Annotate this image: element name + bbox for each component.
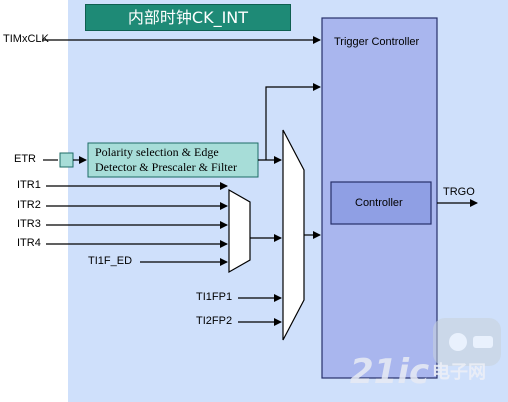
polarity-line-2: Detector & Prescaler & Filter [95, 160, 237, 174]
ti2fp2-label: TI2FP2 [196, 315, 233, 327]
itr2-label: ITR2 [17, 199, 41, 211]
etr-label: ETR [14, 153, 36, 165]
ti1f-ed-label: TI1F_ED [88, 255, 133, 267]
itr1-label: ITR1 [17, 179, 41, 191]
watermark-logo-icon [433, 318, 501, 366]
trigger-mux [282, 129, 305, 341]
trigger-controller-label: Trigger Controller [334, 36, 420, 48]
itr-mux [228, 188, 251, 274]
clock-title: 内部时钟CK_INT [85, 4, 291, 31]
polarity-block [87, 142, 259, 178]
watermark-brand: 21ic [350, 352, 430, 392]
timxclk-label: TIMxCLK [3, 33, 49, 45]
polarity-line-1: Polarity selection & Edge [95, 145, 219, 159]
polarity-block-text: Polarity selection & Edge Detector & Pre… [88, 143, 258, 177]
etrf-line [265, 83, 321, 160]
controller-block [330, 181, 432, 225]
etr-input-box [59, 152, 74, 168]
itr3-label: ITR3 [17, 218, 41, 230]
ti1fp1-label: TI1FP1 [196, 291, 233, 303]
watermark-sub: 电子网 [432, 362, 486, 383]
trgo-label: TRGO [443, 186, 475, 198]
itr4-label: ITR4 [17, 237, 41, 249]
controller-label: Controller [355, 197, 403, 209]
